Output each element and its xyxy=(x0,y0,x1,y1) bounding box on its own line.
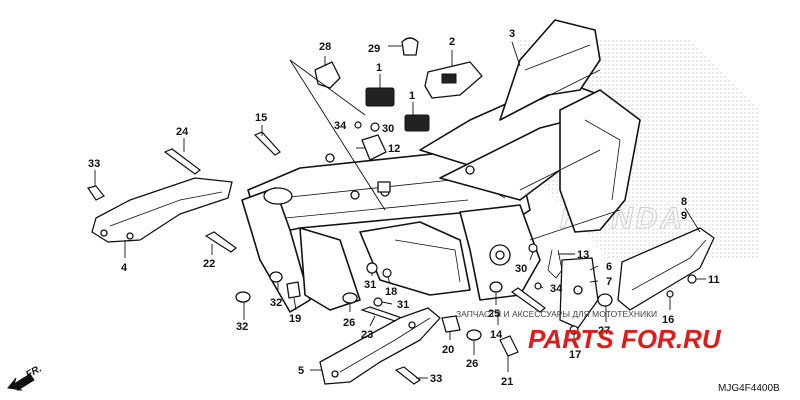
callout-8: 8 xyxy=(681,196,687,208)
callout-23: 23 xyxy=(361,329,373,341)
callout-4: 4 xyxy=(121,262,128,274)
callout-18: 18 xyxy=(385,286,397,298)
part-31-nut-upper xyxy=(366,262,378,274)
part-34-bolt xyxy=(354,121,362,129)
callout-28: 28 xyxy=(319,41,331,53)
part-14-collar xyxy=(489,281,503,293)
part-1-rubber-upper xyxy=(365,87,395,107)
callout-31-upper: 31 xyxy=(364,279,376,291)
callout-25: 25 xyxy=(488,308,500,320)
part-19-spacer xyxy=(286,281,301,299)
callout-5: 5 xyxy=(298,365,304,377)
callout-32-left: 32 xyxy=(236,321,248,333)
callout-29: 29 xyxy=(368,43,380,55)
callout-17: 17 xyxy=(569,349,581,361)
part-13-hook xyxy=(547,249,563,279)
callout-33-lower: 33 xyxy=(430,373,442,385)
part-16-bolt xyxy=(666,290,674,298)
callout-34-right: 34 xyxy=(550,283,563,295)
callout-12: 12 xyxy=(388,143,400,155)
callout-19: 19 xyxy=(289,313,301,325)
callout-34-left: 34 xyxy=(334,120,347,132)
callout-24: 24 xyxy=(176,126,189,138)
callout-14: 14 xyxy=(490,329,503,341)
part-11-bolt xyxy=(687,274,697,284)
callout-32-mid: 32 xyxy=(270,297,282,309)
callout-1-upper: 1 xyxy=(376,62,382,74)
part-25-bolt xyxy=(510,287,546,313)
callout-16: 16 xyxy=(662,314,674,326)
callout-2: 2 xyxy=(449,36,455,48)
callout-33-upper: 33 xyxy=(88,158,100,170)
part-21-bolt xyxy=(499,335,519,357)
callout-11: 11 xyxy=(708,274,720,286)
callout-30-upper: 30 xyxy=(382,123,394,135)
callout-7: 7 xyxy=(606,276,612,288)
part-4-bracket xyxy=(91,177,233,243)
part-26-collar-left xyxy=(342,292,358,304)
part-28-clamp xyxy=(314,61,341,89)
callout-15: 15 xyxy=(255,112,267,124)
part-1-rubber-lower xyxy=(404,114,430,132)
part-8-side-cover xyxy=(617,227,715,311)
part-33-bolt-upper xyxy=(87,185,105,201)
watermark-tagline: ЗАПЧАСТИ И АКСЕССУАРЫ ДЛЯ МОТОТЕХНИКИ xyxy=(456,309,657,319)
callout-6: 6 xyxy=(606,261,612,273)
part-12-stay xyxy=(361,134,387,161)
part-22-bolt xyxy=(204,231,237,253)
diagram-code: MJG4F4400B xyxy=(718,383,780,394)
callout-3: 3 xyxy=(509,28,515,40)
part-26-collar-lower xyxy=(466,329,482,341)
callout-26-lower: 26 xyxy=(466,358,478,370)
part-33-bolt-lower xyxy=(394,366,422,385)
part-15-bolt xyxy=(253,131,281,156)
main-frame-part xyxy=(241,19,641,313)
callout-31-lower: 31 xyxy=(397,299,409,311)
part-34-bolt-right xyxy=(534,282,542,290)
part-27-collar xyxy=(597,293,613,307)
front-direction-arrow xyxy=(7,373,35,391)
part-31-nut-lower xyxy=(373,297,383,307)
part-18-nut xyxy=(382,268,392,278)
part-32-collar-left xyxy=(235,291,251,303)
callout-30-lower: 30 xyxy=(515,263,527,275)
callout-13: 13 xyxy=(577,249,589,261)
callout-1-lower: 1 xyxy=(409,90,415,102)
callout-21: 21 xyxy=(501,376,513,388)
part-29-clip xyxy=(401,37,419,56)
leader-lines xyxy=(94,41,706,379)
part-30-nut xyxy=(370,122,380,132)
callout-26-left: 26 xyxy=(343,317,355,329)
direction-label: FR. xyxy=(24,363,43,380)
callout-20: 20 xyxy=(442,344,454,356)
callout-27: 27 xyxy=(598,325,610,337)
watermark-logo: PARTS FOR.RU xyxy=(528,324,722,354)
part-32-collar-mid xyxy=(269,271,283,283)
part-30-nut-right xyxy=(528,243,538,253)
part-24-bolt xyxy=(163,148,201,175)
part-20-spacer xyxy=(441,315,461,333)
callout-22: 22 xyxy=(203,258,215,270)
callout-9: 9 xyxy=(681,210,687,222)
